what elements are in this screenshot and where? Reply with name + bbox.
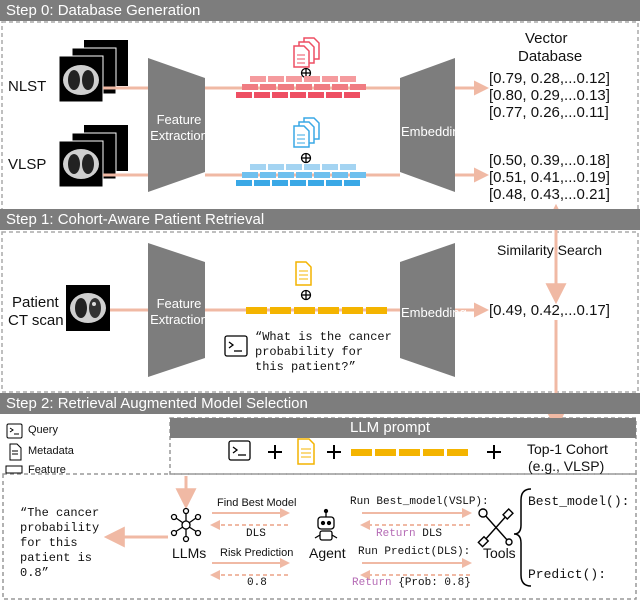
query-vector: [0.49, 0.42,...0.17]	[489, 302, 610, 319]
top1-cohort-label-1: Top-1 Cohort	[527, 441, 608, 457]
step2-header: Step 2: Retrieval Augmented Model Select…	[0, 393, 640, 414]
llms-label: LLMs	[172, 545, 207, 561]
vector-db-title-1: Vector	[525, 30, 568, 47]
legend-metadata-label: Metadata	[28, 445, 74, 457]
query-line: probability for	[255, 345, 364, 359]
return-keyword: Return	[352, 577, 392, 589]
patient-label-2: CT scan	[8, 312, 64, 329]
tool-predict: Predict():	[528, 567, 607, 582]
feature-extractor-shape-step1	[148, 243, 205, 377]
vlsp-ct-stack	[58, 125, 128, 188]
llm-prompt-header	[170, 418, 636, 438]
prompt-plus-icons	[268, 445, 501, 459]
tools-brace	[513, 488, 532, 587]
query-line: this patient?”	[255, 360, 356, 374]
vlsp-vector: [0.48, 0.43,...0.21]	[489, 186, 610, 203]
legend-metadata-icon	[9, 443, 22, 461]
vlsp-vector: [0.51, 0.41,...0.19]	[489, 169, 610, 186]
embedding-label-step1: Embedding	[401, 305, 467, 320]
nlst-ct-stack	[58, 40, 128, 103]
query-terminal-icon	[224, 335, 248, 357]
embedding-shape	[400, 58, 455, 192]
step1-title: Step 1: Cohort-Aware Patient Retrieval	[6, 211, 265, 228]
patient-feature-bar	[246, 307, 387, 314]
vector-db-title-2: Database	[518, 48, 583, 65]
risk-prediction-label: Risk Prediction	[220, 547, 294, 559]
embedding-shape-step1	[400, 243, 455, 377]
return-value: DLS	[422, 528, 443, 540]
result-value-label: 0.8	[247, 577, 267, 589]
cohort-nlst-label: NLST	[8, 78, 47, 95]
vlsp-vector-list: [0.50, 0.39,...0.18] [0.51, 0.41,...0.19…	[489, 152, 610, 203]
prompt-query-icon	[228, 440, 251, 461]
embedding-label: Embedding	[401, 124, 467, 139]
nlst-feature-bars	[236, 76, 366, 98]
answer-line: 0.8”	[20, 566, 49, 580]
output-answer-text: “The cancer probability for this patient…	[20, 506, 99, 581]
answer-line: probability	[20, 521, 100, 535]
return-prob-line: Return {Prob: 0.8}	[352, 577, 471, 589]
step1-header: Step 1: Cohort-Aware Patient Retrieval	[0, 209, 640, 230]
llms-network-icon	[170, 507, 202, 543]
nlst-vector: [0.80, 0.29,...0.13]	[489, 87, 610, 104]
nlst-vector: [0.79, 0.28,...0.12]	[489, 70, 610, 87]
patient-metadata-doc	[295, 261, 312, 286]
answer-line: patient is	[20, 551, 93, 565]
legend-feature-icon	[5, 465, 23, 474]
prompt-metadata-doc	[297, 438, 315, 465]
vlsp-feature-bars	[236, 164, 366, 186]
tools-wrench-icon	[477, 508, 514, 548]
answer-line: “The cancer	[20, 506, 100, 520]
similarity-search-label: Similarity Search	[497, 242, 603, 258]
vlsp-metadata-docs	[293, 117, 320, 148]
nlst-metadata-docs	[293, 37, 320, 68]
feature-extraction-label-step1: Feature Extraction	[150, 296, 208, 327]
legend-query-icon	[6, 423, 23, 439]
feature-extraction-label: Feature Extraction	[150, 112, 208, 143]
vlsp-vector: [0.50, 0.39,...0.18]	[489, 152, 610, 169]
top1-cohort-label-2: (e.g., VLSP)	[528, 458, 605, 474]
query-question-text: “What is the cancer probability for this…	[255, 330, 392, 375]
find-best-model-label: Find Best Model	[217, 497, 297, 509]
query-line: “What is the cancer	[255, 330, 392, 344]
return-value: {Prob: 0.8}	[398, 577, 471, 589]
nlst-vector: [0.77, 0.26,...0.11]	[489, 104, 609, 121]
llm-prompt-title: LLM prompt	[350, 419, 431, 436]
legend-query-label: Query	[28, 424, 58, 436]
nlst-vector-list: [0.79, 0.28,...0.12] [0.80, 0.29,...0.13…	[489, 70, 610, 121]
step1-frame	[1, 231, 639, 393]
run-best-model-label: Run Best_model(VSLP):	[350, 496, 489, 508]
return-keyword: Return	[376, 528, 416, 540]
agent-frame	[2, 473, 637, 600]
step0-title: Step 0: Database Generation	[6, 2, 201, 19]
run-predict-label: Run Predict(DLS):	[358, 546, 471, 558]
step2-title: Step 2: Retrieval Augmented Model Select…	[6, 395, 308, 412]
patient-label-1: Patient	[12, 294, 59, 311]
step0-header: Step 0: Database Generation	[0, 0, 640, 21]
dls-return-label: DLS	[246, 528, 266, 540]
answer-line: for this	[20, 536, 78, 550]
feature-extractor-shape	[148, 58, 205, 192]
agent-label: Agent	[309, 545, 346, 561]
patient-ct-image	[66, 285, 110, 331]
tools-label: Tools	[483, 545, 516, 561]
prompt-feature-bar	[351, 449, 468, 456]
legend-feature-label: Feature	[28, 464, 66, 476]
cohort-vlsp-label: VLSP	[8, 156, 47, 173]
tool-best-model: Best_model():	[528, 494, 630, 509]
return-dls-line: Return DLS	[376, 528, 442, 540]
agent-robot-icon	[314, 508, 338, 541]
